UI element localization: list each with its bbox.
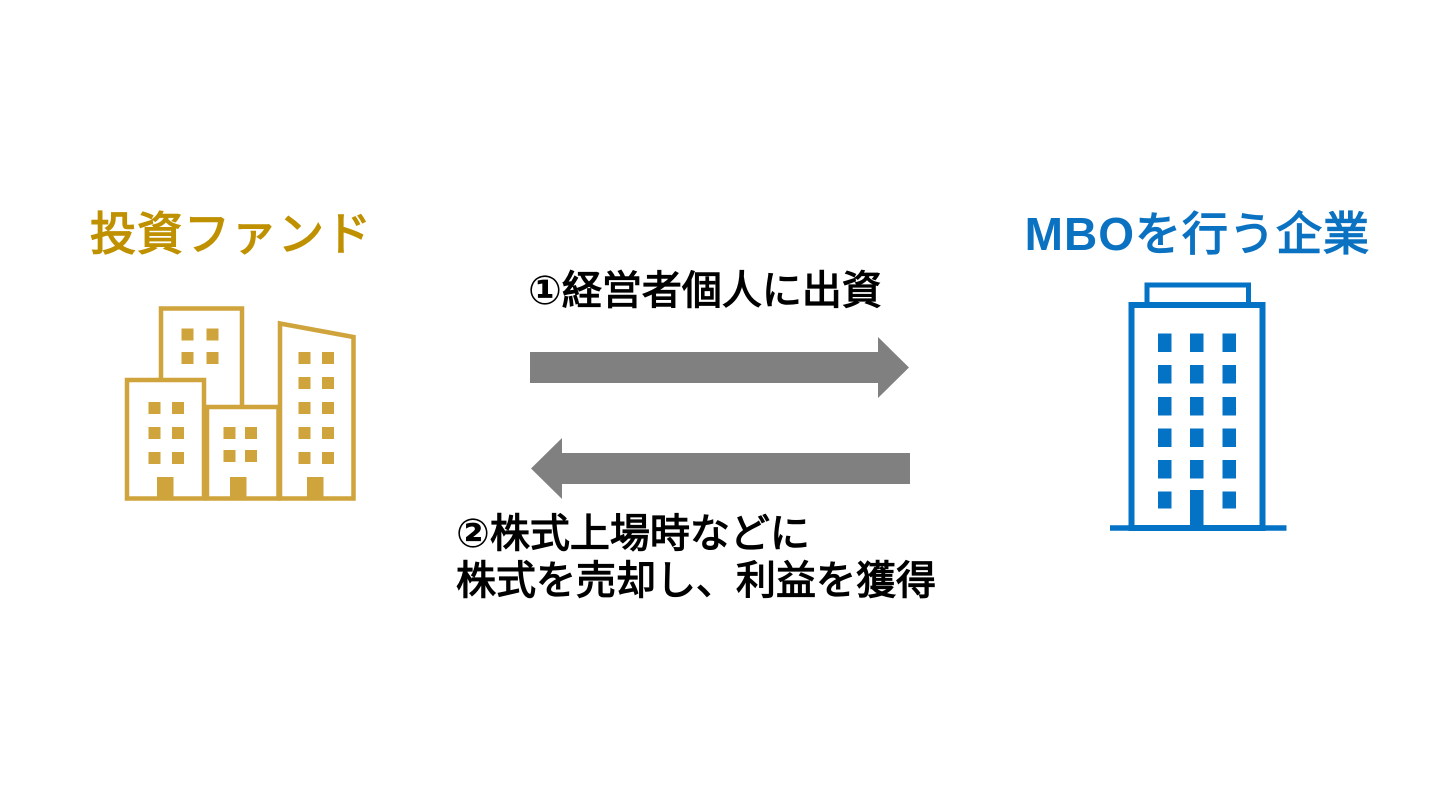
left-arrow-icon	[531, 438, 910, 499]
city-buildings-icon	[124, 306, 356, 501]
office-building-icon	[1110, 282, 1287, 531]
mbo-company-title: MBOを行う企業	[1024, 208, 1370, 260]
right-arrow-icon	[530, 337, 909, 398]
flow-1-label: ①経営者個人に出資	[528, 269, 882, 313]
flow-2-label: ②株式上場時などに 株式を売却し、利益を獲得	[456, 511, 936, 605]
investment-fund-title: 投資ファンド	[90, 208, 372, 260]
flow-2-label-line2: 株式を売却し、利益を獲得	[456, 559, 936, 603]
flow-2-label-line1: ②株式上場時などに	[456, 512, 810, 556]
